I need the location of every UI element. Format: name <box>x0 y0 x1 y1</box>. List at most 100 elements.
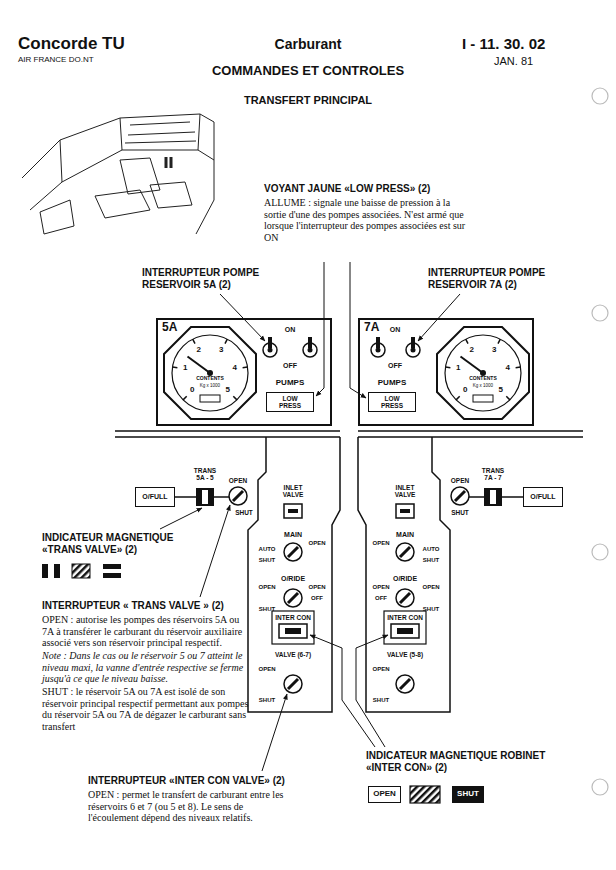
label-text: VALVE (6-7) <box>268 651 318 658</box>
label-text: OFF <box>370 595 392 602</box>
label-text: OPEN <box>256 584 278 591</box>
label-text: INTERRUPTEUR POMPE RESERVOIR 7A (2) <box>428 267 553 290</box>
console-outline <box>248 437 340 712</box>
label-text: OPEN <box>447 477 473 484</box>
label-text: MAIN <box>392 531 418 539</box>
cockpit-seats <box>40 182 192 234</box>
rotary-switch <box>284 543 302 561</box>
label-text: 4 <box>230 364 240 373</box>
label-text: Kg x 1000 <box>190 383 230 388</box>
contents-gauge <box>437 327 529 419</box>
label-text: 0 <box>460 386 470 395</box>
label-text: OPEN <box>256 666 278 673</box>
label-text: 4 <box>503 364 513 373</box>
indicator-symbol <box>72 564 90 578</box>
label-text: PUMPS <box>265 379 315 388</box>
label-text: AUTO <box>256 546 278 553</box>
label-text: CONTENTS <box>190 376 230 382</box>
connection-line <box>175 496 523 498</box>
toggle-switch <box>406 337 420 357</box>
console-outline <box>358 437 450 712</box>
punch-hole <box>592 779 608 795</box>
label-text: INLET VALVE <box>391 484 419 499</box>
control-panel: 7ALOW PRESS <box>358 318 534 426</box>
label-text: OPEN <box>370 540 392 547</box>
leader-line <box>262 694 287 771</box>
label-text: INTERRUPTEUR « TRANS VALVE » (2) <box>42 600 224 612</box>
label-text: SHUT <box>447 509 473 516</box>
label-text: SHUT : le réservoir 5A ou 7A est isolé d… <box>42 686 250 732</box>
label-text: OPEN <box>370 666 392 673</box>
label-text: OPEN : permet le transfert de carburant … <box>88 789 293 824</box>
label-text: OFF <box>306 595 328 602</box>
punch-hole <box>592 544 608 560</box>
label-text: TRANSFERT PRINCIPAL <box>158 94 458 107</box>
label-text: INTERRUPTEUR POMPE RESERVOIR 5A (2) <box>142 267 267 290</box>
label-text: OPEN <box>225 477 251 484</box>
label-text: 2 <box>194 346 204 355</box>
warning-light: LOW PRESS <box>368 392 416 412</box>
indicator-box <box>484 488 502 506</box>
label-text: ALLUME : signale une baisse de pression … <box>264 197 474 243</box>
inlet-indicator <box>284 504 302 518</box>
indicator-box: SHUT <box>452 786 484 803</box>
label-text: SHUT <box>420 606 442 613</box>
intercon-indicator <box>391 624 419 638</box>
indicator-box: OPEN <box>368 786 401 803</box>
label-text: 1 <box>453 364 463 373</box>
label-text: SHUT <box>231 509 257 516</box>
label-text: OPEN <box>370 584 392 591</box>
label-text: 2 <box>467 346 477 355</box>
intercon-indicator <box>279 624 307 638</box>
label-text: Note : Dans le cas ou le réservoir 5 ou … <box>42 650 250 685</box>
label-text: AUTO <box>420 546 442 553</box>
control-panel: 5ALOW PRESS <box>156 318 332 426</box>
indicator-symbol <box>103 564 121 578</box>
cockpit-walls <box>30 114 214 210</box>
label-text: OPEN <box>306 540 328 547</box>
rotary-switch <box>284 589 302 607</box>
cockpit-console <box>120 158 160 194</box>
leader-line <box>310 635 375 747</box>
indicator-frame <box>384 611 426 644</box>
toggle-switch <box>303 337 317 357</box>
indicator-symbol <box>410 786 440 803</box>
label-text: 1 <box>180 364 190 373</box>
contents-gauge <box>164 327 256 419</box>
label-text: 3 <box>216 346 226 355</box>
cockpit-sketch <box>22 114 214 234</box>
rotary-switch <box>396 543 414 561</box>
label-text: O/RIDE <box>388 575 422 583</box>
rotary-switch <box>229 487 247 505</box>
indicator-box: O/FULL <box>523 487 563 507</box>
label-text: OFF <box>383 362 407 370</box>
warning-light: LOW PRESS <box>266 392 314 412</box>
leader-line <box>316 262 324 396</box>
indicator-flag <box>285 628 301 634</box>
label-text: MAIN <box>280 531 306 539</box>
rotary-switch <box>451 487 469 505</box>
leader-line <box>200 505 230 597</box>
label-text: Concorde TU <box>18 34 125 54</box>
toggle-switch <box>371 337 385 357</box>
label-text: SHUT <box>256 697 278 704</box>
label-text: O/RIDE <box>276 575 310 583</box>
trans-indicator <box>196 488 502 506</box>
punch-hole <box>592 305 608 321</box>
box-text: SHUT <box>457 790 479 799</box>
indicator-box: O/FULL <box>135 487 175 507</box>
label-text: VOYANT JAUNE «LOW PRESS» (2) <box>264 183 430 195</box>
label-text: ON <box>280 326 300 334</box>
box-text: O/FULL <box>530 493 555 501</box>
indicator-symbol <box>42 564 60 578</box>
rotary-switch <box>396 589 414 607</box>
label-text: 5 <box>223 386 233 395</box>
label-text: OFF <box>278 362 302 370</box>
label-text: INTER CON <box>386 614 424 621</box>
indicator-flag <box>202 490 208 504</box>
box-text: OPEN <box>373 790 396 799</box>
label-text: OPEN <box>420 584 442 591</box>
rotary-switch <box>396 675 414 693</box>
indicator-flag <box>288 509 298 513</box>
